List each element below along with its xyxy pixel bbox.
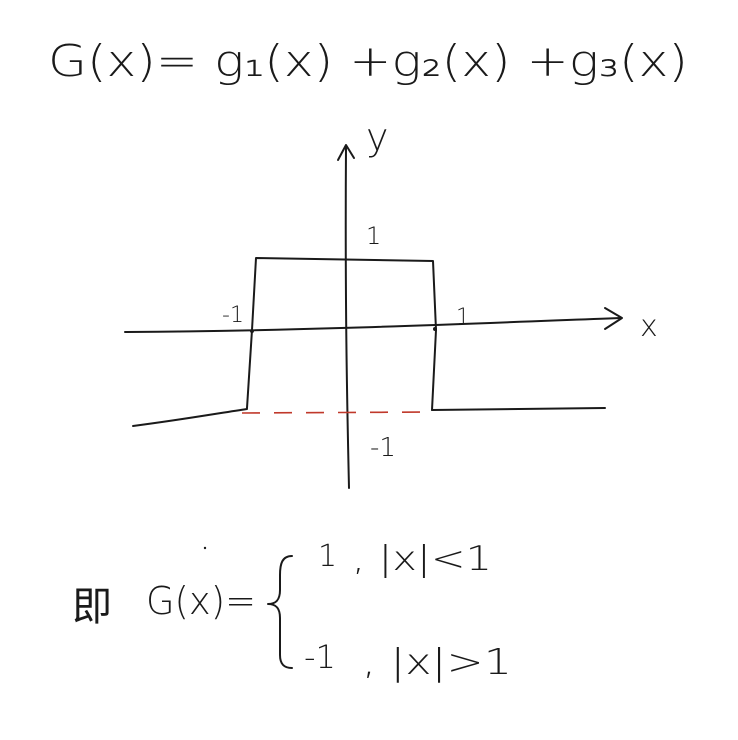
graph-right-jump — [431, 329, 437, 411]
case2-condition: , |x|>1 — [362, 642, 512, 683]
tick-label-x-neg-one: -1 — [222, 303, 244, 328]
x-axis-label: x — [640, 309, 658, 344]
dashed-reference-line — [241, 411, 433, 414]
case1-condition: , |x|<1 — [352, 539, 492, 579]
graph-upper-segment — [251, 257, 437, 331]
tick-label-x-pos-one: 1 — [456, 305, 470, 330]
tick-label-y-neg-one: -1 — [370, 433, 396, 463]
y-axis-label: y — [366, 115, 389, 159]
equation-top: G(x)= g₁(x) +g₂(x) +g₃(x) — [48, 36, 688, 87]
stray-dot — [203, 546, 207, 550]
x-axis-line — [124, 317, 621, 333]
case1-value: 1 — [318, 539, 337, 574]
tick-label-y-pos-one: 1 — [366, 222, 381, 250]
graph-lower-right-branch — [431, 407, 606, 411]
y-axis-arrow-icon — [337, 144, 355, 161]
point-x-pos-one — [433, 327, 437, 331]
point-x-neg-one — [250, 329, 254, 333]
x-axis-arrow-icon — [604, 307, 623, 330]
y-axis-line — [344, 145, 350, 489]
conclusion-lhs: G(x)= — [146, 579, 256, 623]
graph-left-jump — [246, 329, 253, 409]
graph-lower-left-branch — [132, 408, 248, 427]
conclusion-prefix: 即 — [72, 584, 112, 630]
case2-value: -1 — [304, 638, 336, 676]
curly-brace-icon — [267, 555, 293, 669]
